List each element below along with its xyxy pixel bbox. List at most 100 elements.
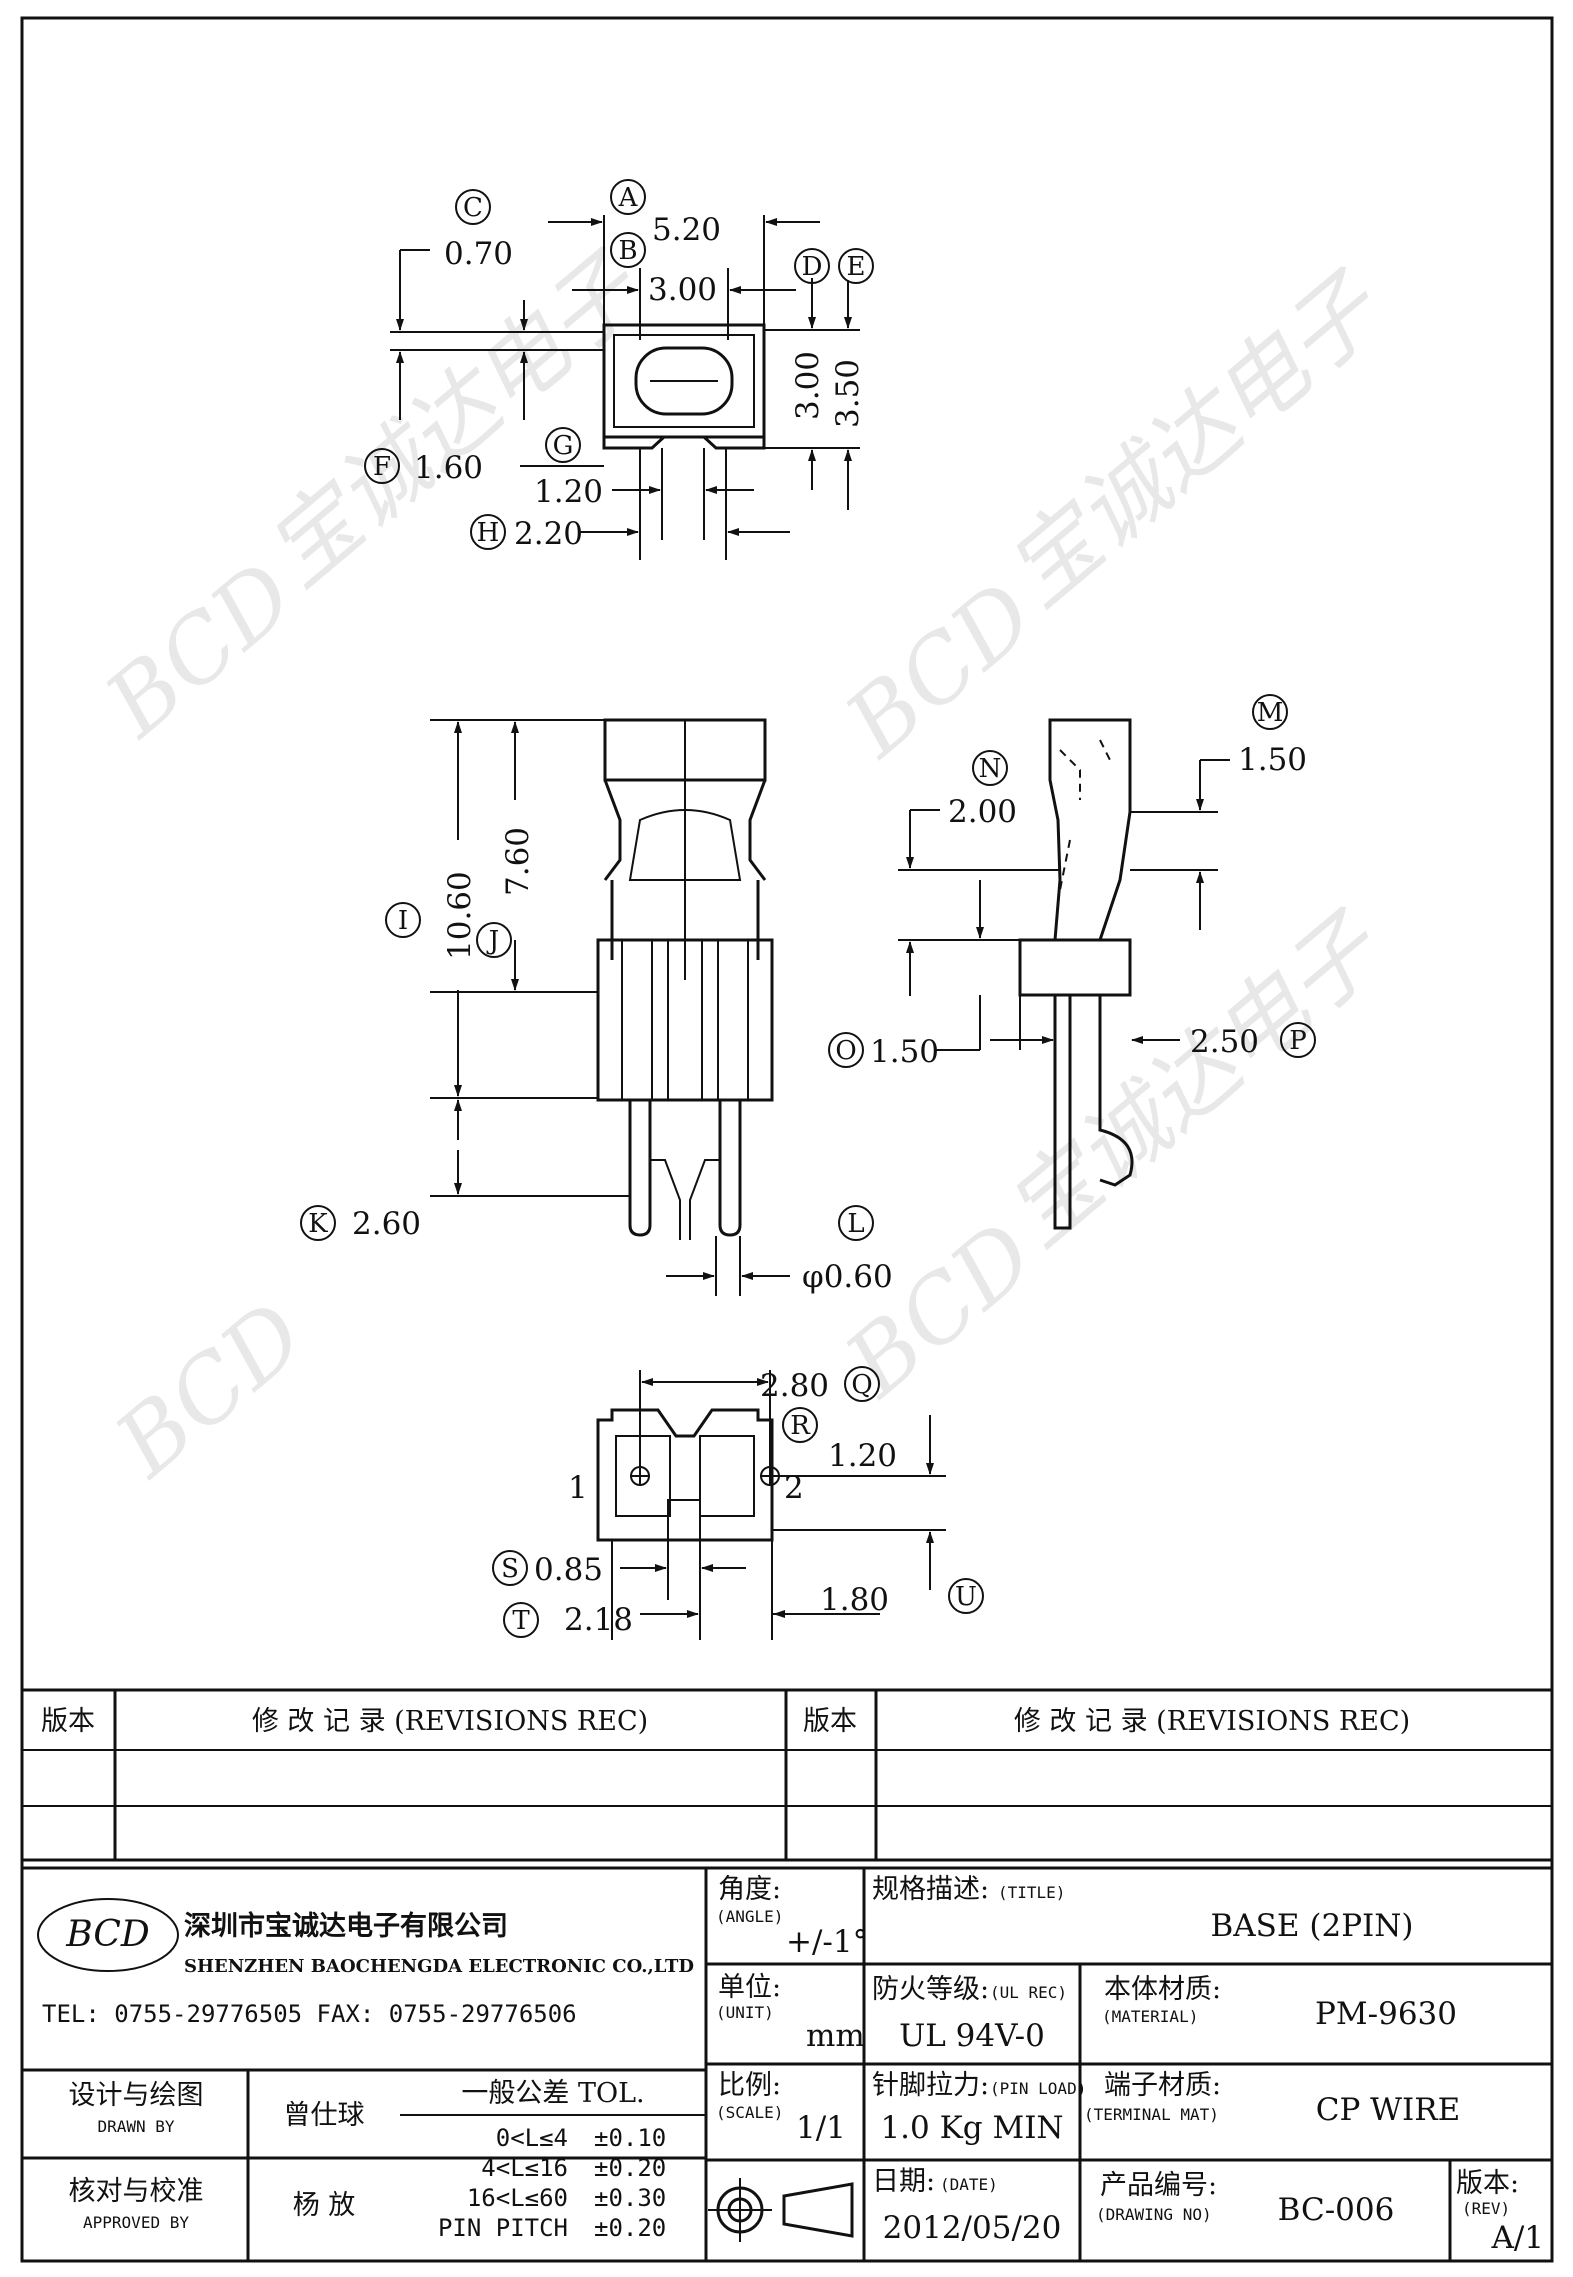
check-value: 杨 放 xyxy=(293,2190,356,2221)
pin-load-value: 1.0 Kg MIN xyxy=(880,2110,1063,2146)
top-view xyxy=(390,215,860,560)
dim-id-k: K xyxy=(308,1209,328,1239)
title-label: 规格描述: xyxy=(872,1874,989,1905)
tolerance-range: PIN PITCH xyxy=(438,2214,568,2242)
tolerance-value: ±0.20 xyxy=(594,2214,666,2242)
rev-label-en: (REV) xyxy=(1462,2199,1510,2218)
dim-value-c: 0.70 xyxy=(444,236,513,272)
unit-label-en: (UNIT) xyxy=(716,2003,774,2022)
top-view-slot xyxy=(634,346,734,416)
dim-id-a: A xyxy=(618,183,639,213)
top-view-body xyxy=(602,323,766,439)
rev-value: A/1 xyxy=(1490,2220,1544,2256)
rev-label: 版本: xyxy=(1456,2168,1519,2199)
angle-unit-scale: 角度: (ANGLE) +/-1° 单位: (UNIT) mm 比例: (SCA… xyxy=(708,1874,868,2242)
fire-label-en: (UL REC) xyxy=(990,1983,1067,2002)
scale-value: 1/1 xyxy=(796,2110,846,2146)
tolerance-value: ±0.30 xyxy=(594,2184,666,2212)
design-value: 曾仕球 xyxy=(284,2100,365,2131)
date-label: 日期: xyxy=(872,2166,935,2197)
front-view xyxy=(430,718,790,1296)
side-view-pin-b xyxy=(1098,995,1134,1187)
dim-value-t: 2.18 xyxy=(564,1602,633,1638)
dim-id-g: G xyxy=(553,431,574,461)
tolerance-value: ±0.20 xyxy=(594,2154,666,2182)
dim-id-e: E xyxy=(847,252,866,282)
side-view-pin-a xyxy=(1053,995,1072,1230)
terminal-label-en: (TERMINAL MAT) xyxy=(1084,2105,1219,2124)
revision-table xyxy=(20,1688,1554,1862)
side-view xyxy=(898,718,1230,1230)
dim-id-p: P xyxy=(1289,1026,1307,1056)
design-label-en: DRAWN BY xyxy=(97,2117,174,2136)
watermark-latin: BCD xyxy=(95,1282,324,1498)
watermark-latin: BCD xyxy=(85,542,314,758)
revision-record-header-right: 修 改 记 录 (REVISIONS REC) xyxy=(1014,1706,1410,1737)
dim-id-r: R xyxy=(790,1411,811,1441)
dim-value-h: 2.20 xyxy=(514,516,583,552)
angle-label-en: (ANGLE) xyxy=(716,1907,783,1926)
dim-value-p: 2.50 xyxy=(1190,1024,1259,1060)
dim-value-k: 2.60 xyxy=(352,1206,421,1242)
title-label-en: (TITLE) xyxy=(998,1883,1065,1902)
revision-headers: 版本 修 改 记 录 (REVISIONS REC) 版本 修 改 记 录 (R… xyxy=(41,1706,1410,1737)
watermark-chinese: 宝诚达电子 xyxy=(987,893,1404,1267)
pin-1 xyxy=(628,1100,652,1237)
watermark-latin: BCD xyxy=(825,562,1054,778)
dim-value-f: 1.60 xyxy=(414,450,483,486)
projection-symbol-icon xyxy=(708,2178,854,2242)
front-view-body xyxy=(596,938,774,1102)
dim-id-q: Q xyxy=(851,1370,872,1400)
dim-id-t: T xyxy=(512,1606,530,1636)
dim-id-l: L xyxy=(847,1209,864,1239)
bottom-view xyxy=(596,1370,946,1640)
dim-value-u: 1.80 xyxy=(820,1582,889,1618)
dim-id-o: O xyxy=(835,1036,856,1066)
tolerance-value: ±0.10 xyxy=(594,2124,666,2152)
dim-value-e: 3.50 xyxy=(830,359,866,428)
company-logo-icon xyxy=(37,1898,179,1972)
unit-label: 单位: xyxy=(718,1972,781,2003)
dimension-labels: A 5.20 B 3.00 C 0.70 D 3.00 E 3.50 F 1.6… xyxy=(300,179,1316,1638)
check-label-en: APPROVED BY xyxy=(83,2213,189,2232)
date-label-en: (DATE) xyxy=(940,2175,998,2194)
dim-id-u: U xyxy=(955,1582,977,1612)
terminal-value: CP WIRE xyxy=(1316,2092,1461,2128)
date-value: 2012/05/20 xyxy=(883,2210,1062,2246)
terminal-label: 端子材质: xyxy=(1104,2070,1221,2101)
signature-block: 设计与绘图 DRAWN BY 曾仕球 核对与校准 APPROVED BY 杨 放 xyxy=(69,2080,365,2232)
fire-label: 防火等级: xyxy=(872,1974,989,2005)
dim-id-i: I xyxy=(398,906,408,936)
company-name-en: SHENZHEN BAOCHENGDA ELECTRONIC CO.,LTD xyxy=(184,1956,694,1977)
pin-load-label: 针脚拉力: xyxy=(872,2070,989,2101)
dim-id-b: B xyxy=(618,236,637,266)
drawing-no-label: 产品编号: xyxy=(1100,2170,1217,2201)
dim-value-a: 5.20 xyxy=(652,212,721,248)
pin-label-1: 1 xyxy=(568,1470,588,1506)
side-view-base xyxy=(1018,938,1132,997)
material-value: PM-9630 xyxy=(1315,1996,1457,2032)
company-logo-text: BCD xyxy=(65,1914,150,1955)
pin-load-label-en: (PIN LOAD) xyxy=(990,2079,1086,2098)
dim-value-n: 2.00 xyxy=(948,794,1017,830)
tolerance-range: 16<L≤60 xyxy=(467,2184,568,2212)
scale-label: 比例: xyxy=(718,2070,781,2101)
title-block-grid xyxy=(20,1866,1554,2263)
watermark-chinese: 宝诚达电子 xyxy=(987,253,1404,627)
drawing-no-value: BC-006 xyxy=(1278,2192,1395,2228)
dim-id-d: D xyxy=(802,252,823,282)
pin-2 xyxy=(718,1100,742,1237)
title-value: BASE (2PIN) xyxy=(1210,1908,1413,1944)
dim-id-c: C xyxy=(463,193,483,223)
watermark: BCD 宝诚达电子 BCD 宝诚达电子 BCD BCD 宝诚达电子 xyxy=(85,233,1403,1498)
tolerance-title: 一般公差 TOL. xyxy=(461,2078,644,2109)
dim-id-j: J xyxy=(486,926,499,956)
dim-value-g: 1.20 xyxy=(534,474,603,510)
revision-rev-header-right: 版本 xyxy=(803,1706,857,1737)
fire-value: UL 94V-0 xyxy=(899,2018,1045,2054)
spec-block: 规格描述: (TITLE) BASE (2PIN) 防火等级: (UL REC)… xyxy=(872,1874,1544,2256)
dim-value-r: 1.20 xyxy=(828,1438,897,1474)
company-name-cn: 深圳市宝诚达电子有限公司 xyxy=(184,1910,508,1942)
dim-value-j: 7.60 xyxy=(500,827,536,896)
tolerance-range: 0<L≤4 xyxy=(496,2124,568,2152)
